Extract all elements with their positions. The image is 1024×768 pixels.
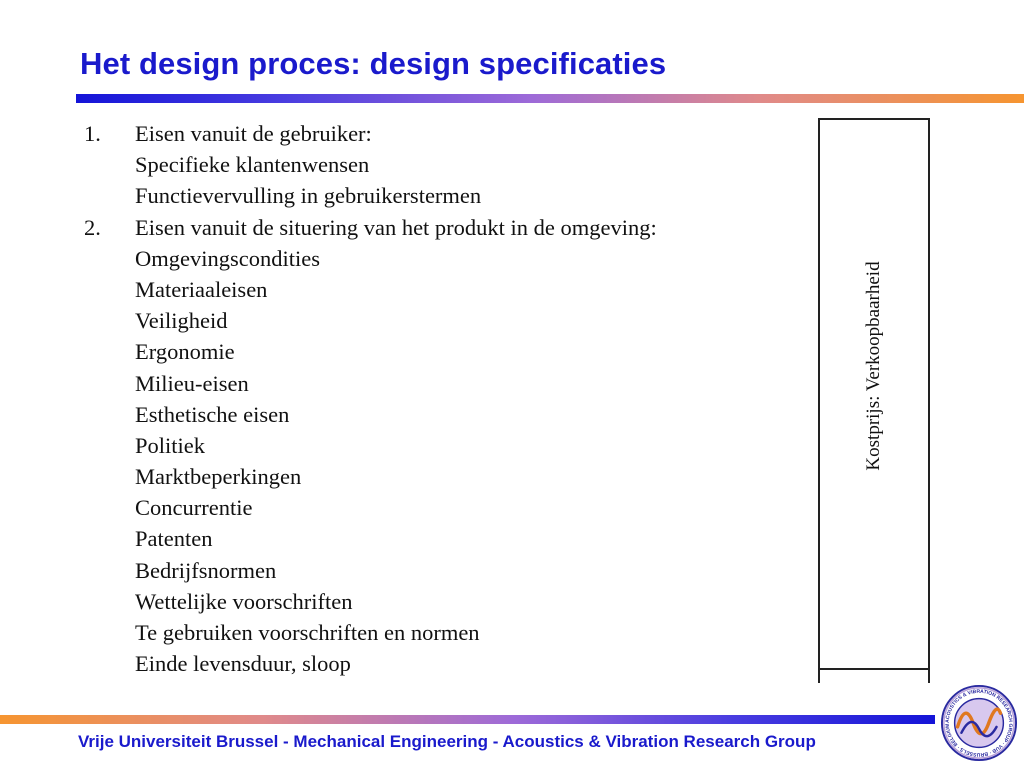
list-item-text: Esthetische eisen (135, 401, 290, 427)
top-gradient-rule (76, 94, 1024, 103)
list-item: Omgevingscondities (80, 243, 810, 274)
bottom-gradient-rule (0, 715, 935, 724)
list-item: Wettelijke voorschriften (80, 586, 810, 617)
list-item: Te gebruiken voorschriften en normen (80, 617, 810, 648)
list-item-text: Veiligheid (135, 308, 228, 334)
list-item-text: Omgevingscondities (135, 245, 320, 271)
list-item-text: Einde levensduur, sloop (135, 651, 351, 677)
list-item-text: Te gebruiken voorschriften en normen (135, 620, 480, 645)
cost-bracket-label: Kostprijs: Verkoopbaarheid (863, 261, 884, 471)
list-item: Patenten (80, 523, 810, 554)
cost-bracket-bottom-line (818, 668, 930, 670)
cost-bracket-box (818, 118, 930, 683)
list-item-text: Concurrentie (135, 495, 253, 521)
list-item-text: Milieu-eisen (135, 370, 249, 396)
list-item-text: Functievervulling in gebruikerstermen (135, 183, 482, 209)
list-item: Politiek (80, 430, 810, 461)
requirements-list: 1. Eisen vanuit de gebruiker: Specifieke … (80, 118, 810, 679)
list-item: Marktbeperkingen (80, 461, 810, 492)
slide-title: Het design proces: design specificaties (80, 46, 667, 81)
list-item-text: Eisen vanuit de gebruiker: (135, 121, 372, 146)
list-item: Einde levensduur, sloop (80, 648, 810, 679)
list-item-text: Specifieke klantenwensen (135, 152, 370, 178)
list-item-text: Politiek (135, 432, 206, 458)
list-item: 2. Eisen vanuit de situering van het prod… (80, 212, 810, 243)
list-item-text: Wettelijke voorschriften (135, 588, 353, 614)
list-item-number: 1. (84, 121, 101, 146)
list-item-text: Ergonomie (135, 339, 235, 365)
avrg-logo-icon: ACOUSTICS & VIBRATION RESEARCH GROUP · V… (940, 684, 1018, 762)
list-item: Veiligheid (80, 305, 810, 336)
list-item: Materiaaleisen (80, 274, 810, 305)
footer-text: Vrije Universiteit Brussel - Mechanical … (78, 732, 816, 751)
list-item: Esthetische eisen (80, 399, 810, 430)
list-item-text: Bedrijfsnormen (135, 557, 277, 583)
list-item: Functievervulling in gebruikerstermen (80, 180, 810, 211)
list-item-text: Patenten (135, 526, 213, 552)
list-item: Milieu-eisen (80, 368, 810, 399)
list-item: 1. Eisen vanuit de gebruiker: (80, 118, 810, 149)
list-item: Ergonomie (80, 336, 810, 367)
list-item: Bedrijfsnormen (80, 555, 810, 586)
list-item: Concurrentie (80, 492, 810, 523)
list-item-text: Marktbeperkingen (135, 464, 302, 490)
list-item-text: Materiaaleisen (135, 276, 268, 302)
list-item: Specifieke klantenwensen (80, 149, 810, 180)
list-item-text: Eisen vanuit de situering van het produk… (135, 214, 657, 240)
list-item-number: 2. (84, 214, 101, 240)
